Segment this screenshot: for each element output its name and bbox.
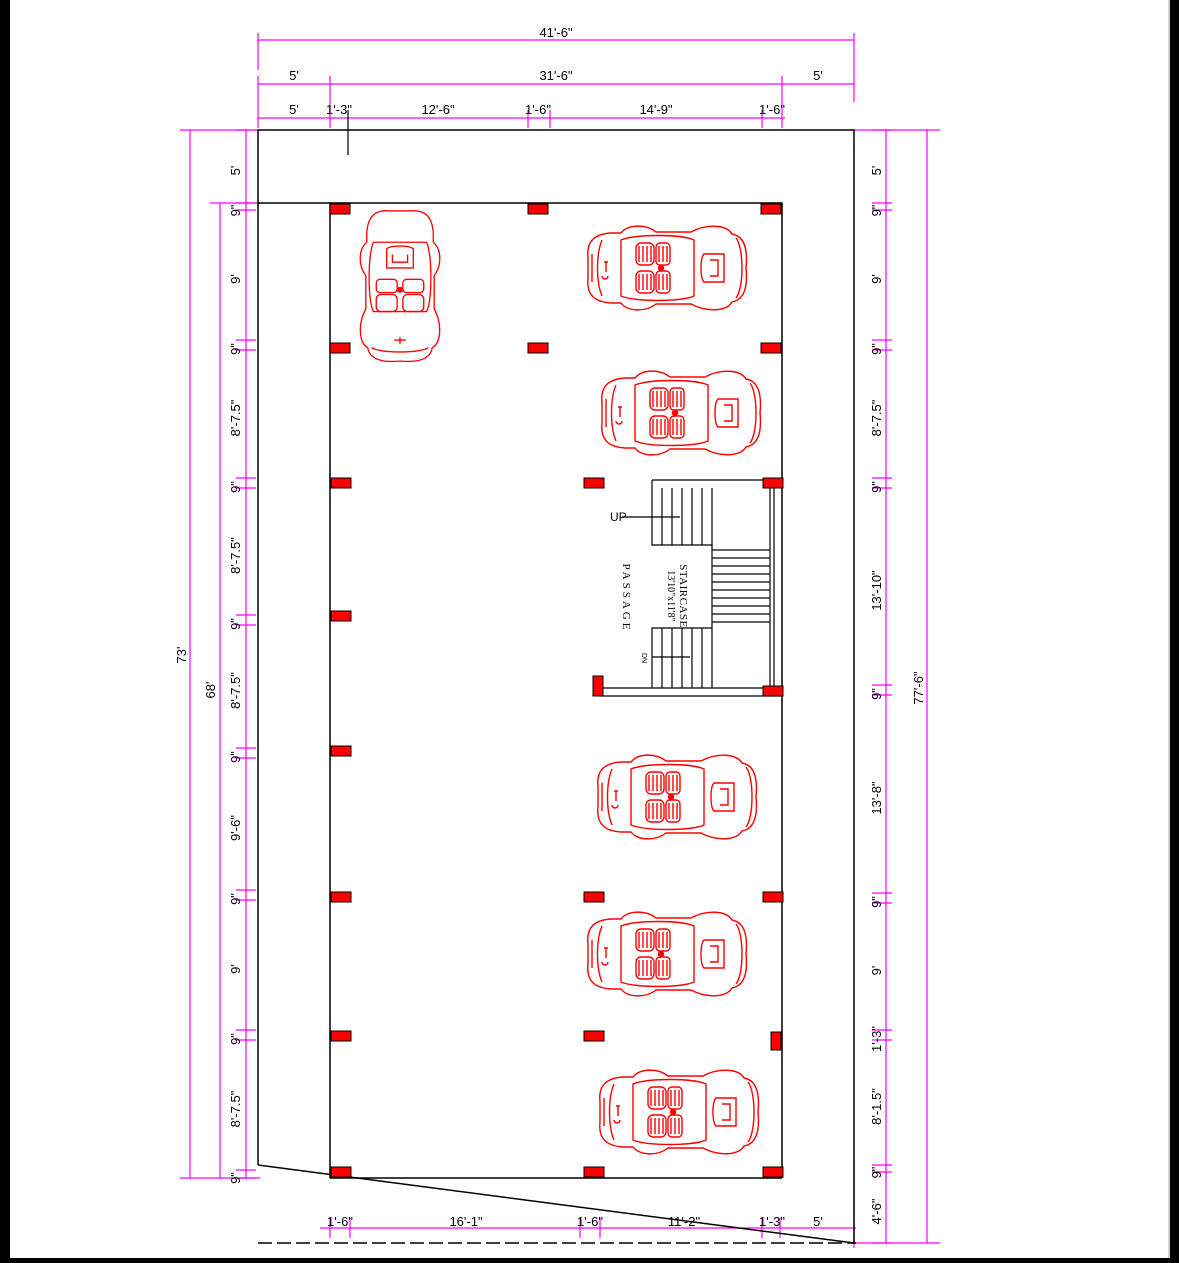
column (762, 477, 784, 489)
top-row3-dim-2: 1'-3" (326, 102, 352, 117)
right-chain-dim: 1'-3" (869, 1026, 884, 1052)
right-chain-dim: 9" (869, 688, 884, 700)
top-row3-dim-6: 1'-6" (759, 102, 785, 117)
column (330, 477, 352, 489)
parked-car-icon (601, 370, 762, 456)
top-row2-dim-2: 31'-6" (539, 68, 573, 83)
left-chain-dim: 9" (228, 1172, 243, 1184)
top-row2-dim-1: 5' (289, 68, 299, 83)
bottom-dim-2: 16'-1" (449, 1214, 483, 1229)
left-chain-dim: 9' (228, 964, 243, 974)
column (330, 610, 352, 622)
column (760, 342, 782, 354)
left-chain-dim: 9" (228, 893, 243, 905)
right-chain-dim: 5' (869, 166, 884, 176)
column (527, 342, 549, 354)
column (770, 1031, 782, 1051)
left-chain-dim: 9" (228, 481, 243, 493)
right-chain-dim: 8'-1.5" (869, 1088, 884, 1125)
bottom-dim-1: 1'-6" (327, 1214, 353, 1229)
column (583, 891, 605, 903)
column (330, 891, 352, 903)
left-chain-dim: 9" (228, 751, 243, 763)
parked-car-icon (597, 754, 758, 840)
right-chain-dim: 9" (869, 481, 884, 493)
staircase (595, 479, 782, 697)
left-chain-dim: 8'-7.5" (228, 1090, 243, 1127)
left-outer-dim: 73' (174, 647, 189, 664)
parking-floor-plan: 41'-6" 5' 31'-6" 5' 5' 1'-3" 12'-6" 1'-6… (174, 25, 940, 1248)
left-chain-dim: 9" (228, 204, 243, 216)
column (762, 1166, 784, 1178)
left-chain-dim: 9" (228, 618, 243, 630)
top-overall-dim: 41'-6" (539, 25, 573, 40)
top-row3-dim-1: 5' (289, 102, 299, 117)
column (330, 1030, 352, 1042)
passage-label: PASSAGE (620, 564, 632, 633)
parked-car-icon (599, 1069, 760, 1155)
staircase-size-label: 13'10"x11'8" (665, 570, 676, 621)
column (762, 685, 784, 697)
top-row2-dim-3: 5' (813, 68, 823, 83)
bottom-dim-3: 1'-6" (577, 1214, 603, 1229)
right-chain-dim: 9' (869, 274, 884, 284)
left-chain-dim: 8'-7.5" (228, 399, 243, 436)
bottom-dim-5: 1'-3" (759, 1214, 785, 1229)
column (760, 203, 782, 215)
right-outer-dim: 77'-6" (911, 671, 926, 705)
parked-car-icon (587, 225, 748, 311)
sheet-edge (1168, 0, 1170, 1258)
drawing-sheet: 41'-6" 5' 31'-6" 5' 5' 1'-3" 12'-6" 1'-6… (10, 0, 1168, 1258)
bottom-dim-6: 5' (813, 1214, 823, 1229)
dn-label: DN (640, 653, 647, 663)
column (329, 203, 351, 215)
left-chain-dim: 8'-7.5" (228, 672, 243, 709)
column (592, 675, 604, 697)
right-chain-dim: 13'-8" (869, 781, 884, 815)
right-chain-dim: 9" (869, 1166, 884, 1178)
top-row3-dim-5: 14'-9" (639, 102, 673, 117)
right-chain-dim: 9' (869, 966, 884, 976)
left-chain-dim: 9' (228, 274, 243, 284)
left-chain-dim: 9" (228, 1033, 243, 1045)
staircase-label: STAIRCASE (677, 564, 689, 628)
column (330, 745, 352, 757)
top-row3-dim-4: 1'-6" (525, 102, 551, 117)
left-chain-dim: 5' (228, 166, 243, 176)
left-inner-dim: 68' (203, 682, 218, 699)
parked-car-icon (587, 911, 748, 997)
column (762, 891, 784, 903)
column (329, 342, 351, 354)
up-label: UP (610, 510, 627, 524)
column (583, 1030, 605, 1042)
top-row3-dim-3: 12'-6" (421, 102, 455, 117)
column (583, 477, 605, 489)
column (527, 203, 549, 215)
right-chain-dim: 9" (869, 204, 884, 216)
right-chain-dim: 9" (869, 343, 884, 355)
left-chain-dim: 9" (228, 343, 243, 355)
right-chain-dim: 13'-10" (869, 570, 884, 611)
right-chain-dim: 8'-7.5" (869, 399, 884, 436)
parked-car-icon (359, 209, 441, 363)
left-chain-dim: 8'-7.5" (228, 537, 243, 574)
right-chain-dim: 9" (869, 896, 884, 908)
column (330, 1166, 352, 1178)
column (583, 1166, 605, 1178)
left-chain-dim: 9'-6" (228, 815, 243, 841)
right-chain-dim: 4'-6" (869, 1198, 884, 1224)
